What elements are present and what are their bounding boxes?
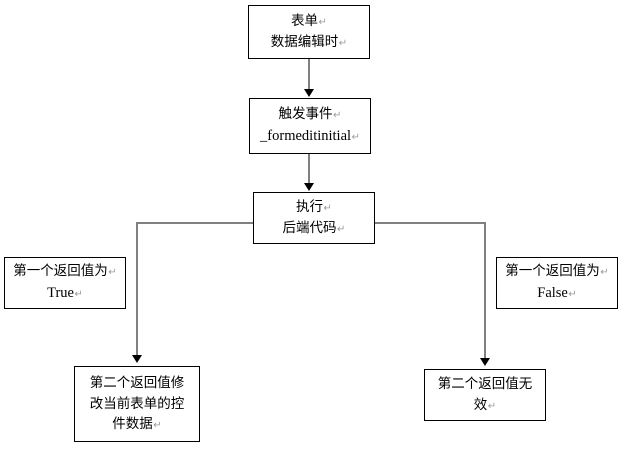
return-mark-icon: ↵ (568, 289, 577, 301)
return-mark-icon: ↵ (338, 38, 348, 49)
node-second-return-modifies-controls-line1: 第二个返回值修 (89, 375, 185, 391)
node-run-backend-code[interactable]: 执行↵ 后端代码↵ (253, 192, 375, 244)
node-form-data-edit-line1: 表单↵ (291, 13, 327, 29)
return-mark-icon: ↵ (333, 110, 342, 122)
connector-trigger-to-backend (308, 153, 310, 184)
node-trigger-event-line2: _formeditinitial↵ (260, 128, 360, 145)
node-second-return-invalid-line1: 第二个返回值无 (437, 376, 533, 392)
node-first-return-true-line1: 第一个返回值为↵ (13, 263, 117, 279)
return-mark-icon: ↵ (108, 267, 117, 279)
node-run-backend-code-line2: 后端代码↵ (282, 220, 346, 235)
return-mark-icon: ↵ (318, 17, 327, 29)
node-first-return-false[interactable]: 第一个返回值为↵ False↵ (496, 257, 618, 309)
node-form-data-edit[interactable]: 表单↵ 数据编辑时↵ (248, 5, 370, 59)
return-mark-icon: ↵ (600, 267, 609, 279)
node-first-return-false-line2: False↵ (537, 285, 577, 302)
connector-backend-right-vertical (484, 222, 486, 360)
return-mark-icon: ↵ (323, 203, 332, 215)
return-mark-icon: ↵ (487, 401, 497, 412)
arrowhead-trigger-to-backend (304, 183, 314, 191)
node-form-data-edit-line2: 数据编辑时↵ (270, 34, 348, 49)
node-first-return-false-line1: 第一个返回值为↵ (505, 263, 609, 279)
node-first-return-true[interactable]: 第一个返回值为↵ True↵ (4, 257, 126, 309)
arrowhead-backend-to-invalid (480, 358, 490, 366)
node-second-return-invalid[interactable]: 第二个返回值无 效↵ (424, 369, 546, 421)
node-second-return-invalid-line2: 效↵ (473, 397, 497, 412)
arrowhead-backend-to-modifies (132, 355, 142, 363)
node-trigger-event[interactable]: 触发事件↵ _formeditinitial↵ (249, 98, 371, 154)
return-mark-icon: ↵ (153, 420, 162, 432)
connector-backend-left-vertical (136, 222, 138, 357)
connector-backend-left-horizontal (136, 222, 254, 224)
return-mark-icon: ↵ (351, 132, 360, 144)
node-trigger-event-line1: 触发事件↵ (278, 106, 342, 122)
node-second-return-modifies-controls-line2: 改当前表单的控 (89, 395, 185, 411)
return-mark-icon: ↵ (337, 224, 346, 235)
node-first-return-true-line2: True↵ (47, 285, 83, 302)
node-run-backend-code-line1: 执行↵ (296, 199, 332, 215)
return-mark-icon: ↵ (74, 289, 83, 301)
connector-backend-right-horizontal (375, 222, 486, 224)
arrowhead-form-to-trigger (304, 89, 314, 97)
node-second-return-modifies-controls[interactable]: 第二个返回值修 改当前表单的控 件数据↵ (74, 366, 200, 442)
connector-form-to-trigger (308, 58, 310, 91)
node-second-return-modifies-controls-line3: 件数据↵ (112, 416, 162, 432)
